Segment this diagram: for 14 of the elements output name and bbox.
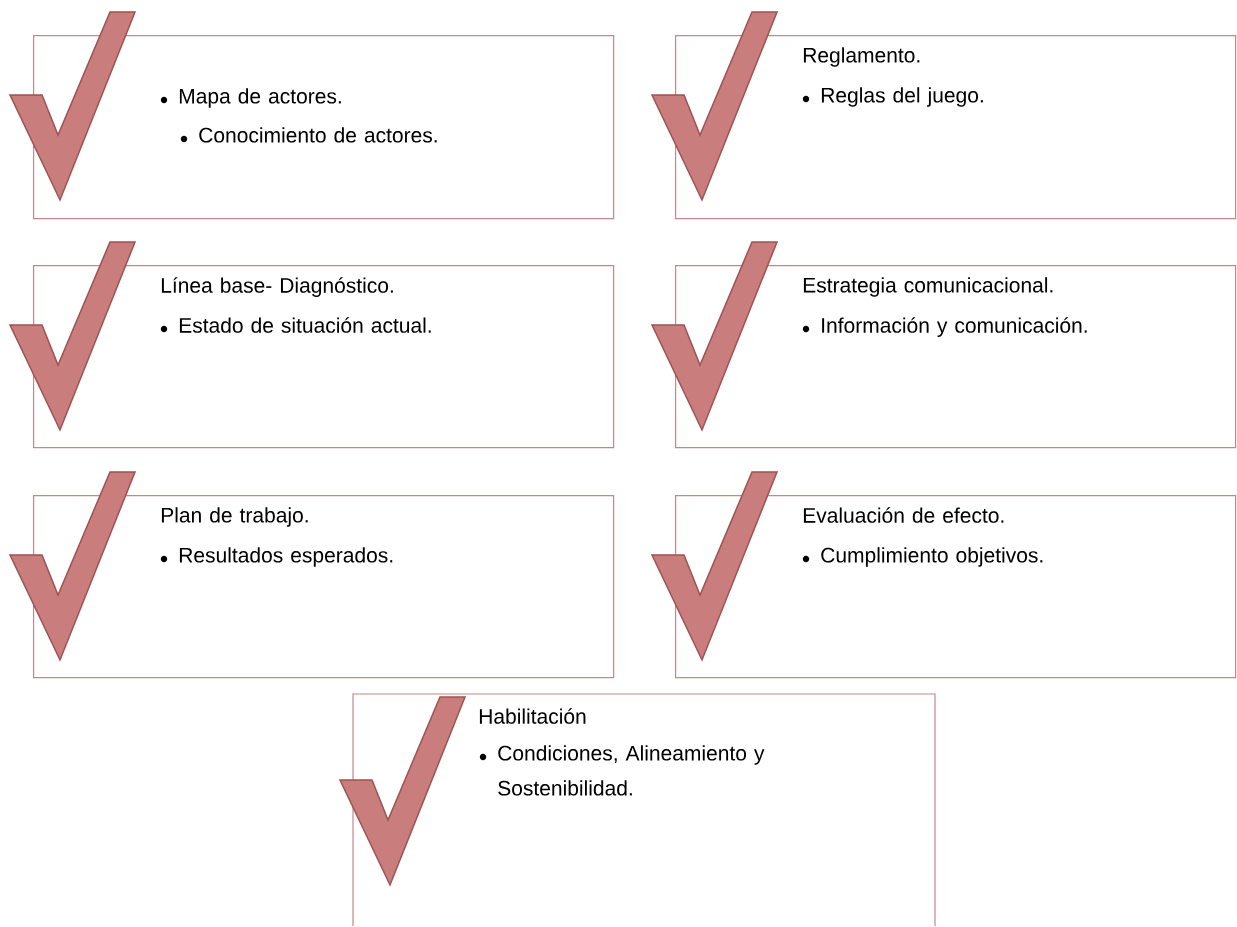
heading: Habilitación (479, 708, 586, 724)
bullet-item: Estado de situación actual. (160, 317, 431, 333)
heading: Línea base- Diagnóstico. (161, 277, 393, 297)
bullet-item: Mapa de actores. (160, 88, 341, 108)
bullet-item: Resultados esperados. (160, 547, 393, 567)
heading: Estrategia comunicacional. (803, 277, 1053, 297)
bullet-item: Conocimiento de actores. (180, 127, 437, 143)
heading: Reglamento. (803, 47, 920, 67)
heading: Plan de trabajo. (161, 507, 308, 527)
bullet-item: Cumplimiento objetivos. (802, 547, 1043, 567)
bullet-item: Información y comunicación. (802, 317, 1087, 337)
bullet-item: Condiciones, Alineamiento y Sostenibilidad. (479, 745, 765, 796)
heading: Evaluación de efecto. (803, 507, 1004, 523)
bullet-item: Reglas del juego. (802, 87, 983, 107)
